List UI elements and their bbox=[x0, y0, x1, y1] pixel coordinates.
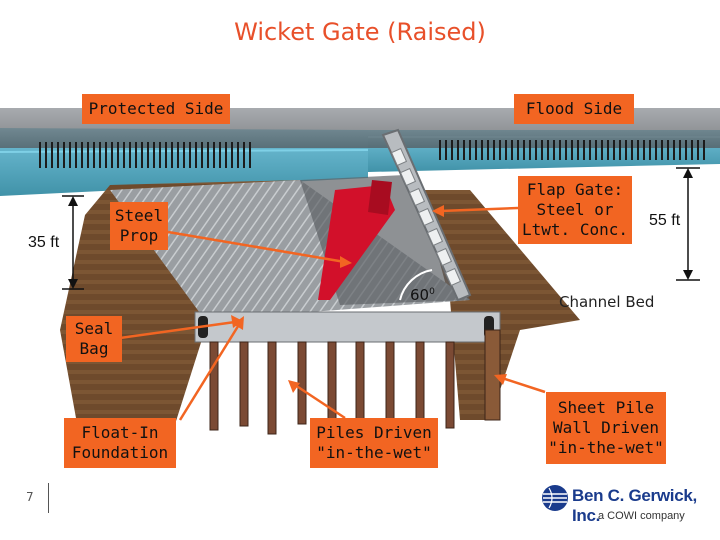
dimension-55ft-label: 55 ft bbox=[649, 212, 681, 230]
piles-driven-label: Piles Driven "in-the-wet" bbox=[310, 418, 438, 468]
flood-side-label: Flood Side bbox=[514, 94, 634, 124]
arrow-flap-gate bbox=[432, 205, 519, 217]
dimension-35ft bbox=[62, 195, 84, 290]
steel-prop-label: Steel Prop bbox=[110, 202, 168, 250]
flap-gate-label: Flap Gate: Steel or Ltwt. Conc. bbox=[518, 176, 632, 244]
channel-bed-label: Channel Bed bbox=[559, 293, 655, 311]
page-number-divider bbox=[48, 483, 49, 513]
foundation-piles bbox=[209, 341, 455, 435]
steel-prop bbox=[318, 185, 395, 300]
company-name: Ben C. Gerwick, Inc. bbox=[572, 486, 697, 525]
sheet-pile-wall-label: Sheet Pile Wall Driven "in-the-wet" bbox=[546, 392, 666, 464]
angle-unit: 0 bbox=[429, 287, 435, 297]
dimension-55ft bbox=[676, 167, 700, 281]
company-logo-globe-icon bbox=[542, 485, 568, 511]
arrow-float-in bbox=[178, 316, 244, 421]
angle-label: 600 bbox=[410, 286, 435, 304]
arrow-piles-driven bbox=[288, 380, 346, 420]
angle-arc bbox=[399, 269, 433, 301]
float-in-foundation-label: Float-In Foundation bbox=[64, 418, 176, 468]
right-timber-wall bbox=[420, 190, 580, 420]
protected-side-label: Protected Side bbox=[82, 94, 230, 124]
sheet-pile-wall bbox=[484, 329, 501, 421]
flap-gate bbox=[381, 128, 472, 302]
page-number: 7 bbox=[26, 490, 34, 504]
seal-bag-label: Seal Bag bbox=[66, 316, 122, 362]
angle-value: 60 bbox=[410, 286, 430, 304]
arrow-sheet-pile bbox=[494, 374, 546, 394]
arrow-steel-prop bbox=[167, 230, 352, 268]
dimension-35ft-label: 35 ft bbox=[28, 234, 60, 251]
front-sill bbox=[194, 311, 501, 343]
company-subtitle: a COWI company bbox=[598, 510, 685, 522]
page-title: Wicket Gate (Raised) bbox=[234, 18, 486, 46]
